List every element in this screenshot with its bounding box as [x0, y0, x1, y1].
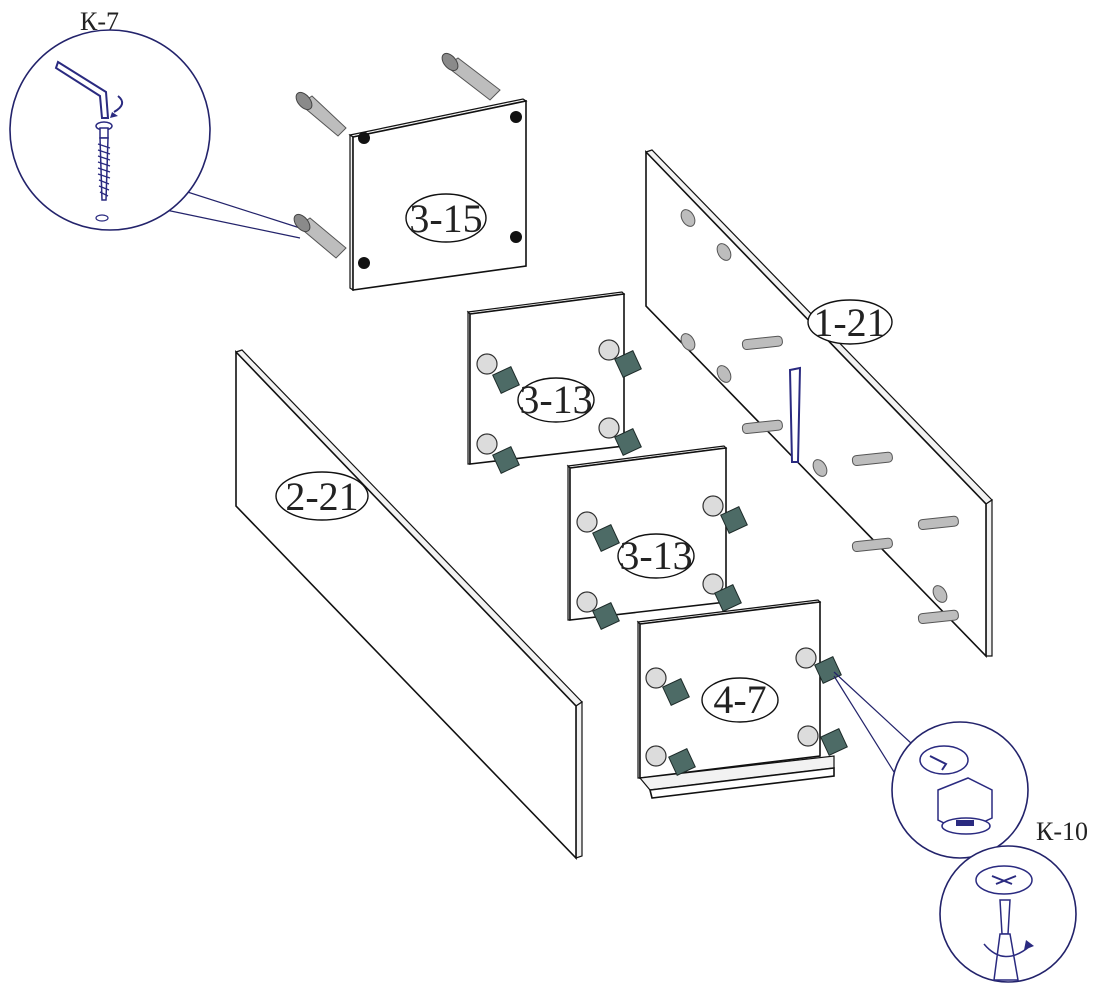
confirmat-screw-icon: [295, 91, 347, 137]
zoom-circle: [9, 29, 211, 231]
shelf-3-13-lower: 3-13: [566, 445, 748, 630]
bracket-icon: [788, 366, 802, 463]
panel-3-15: 3-15: [293, 52, 528, 292]
part-label-3-13-upper: 3-13: [519, 377, 592, 422]
screw-detail-callout: К-7: [9, 7, 301, 239]
detail-code-k10: К-10: [1036, 817, 1088, 846]
cam-lock-icon: [492, 350, 642, 474]
screwdriver-icon: [975, 865, 1034, 981]
panel-1-21: 1-21: [644, 149, 993, 658]
part-label-3-15: 3-15: [409, 196, 482, 241]
leader-line: [165, 209, 301, 239]
confirmat-screw-icon: [95, 121, 113, 222]
cam-lock-icon: [919, 745, 993, 835]
panel-2-21: 2-21: [234, 349, 583, 860]
cam-lock-icon: [662, 656, 848, 776]
cam-lock-icon: [592, 506, 748, 630]
part-label-2-21: 2-21: [285, 474, 358, 519]
hex-key-icon: [54, 60, 124, 119]
shelf-4-7: 4-7: [636, 599, 848, 799]
shelf-3-13-upper: 3-13: [466, 291, 642, 474]
cam-detail-callout: К-10: [833, 671, 1088, 983]
part-label-4-7: 4-7: [713, 677, 766, 722]
dowel-pin-icon: [741, 335, 959, 625]
confirmat-screw-icon: [293, 213, 347, 259]
cam-lock-icon: [680, 209, 948, 603]
leader-line: [833, 675, 895, 773]
part-label-1-21: 1-21: [813, 300, 886, 345]
leader-line: [833, 671, 913, 745]
confirmat-screw-icon: [441, 52, 501, 101]
part-label-3-13-lower: 3-13: [619, 533, 692, 578]
